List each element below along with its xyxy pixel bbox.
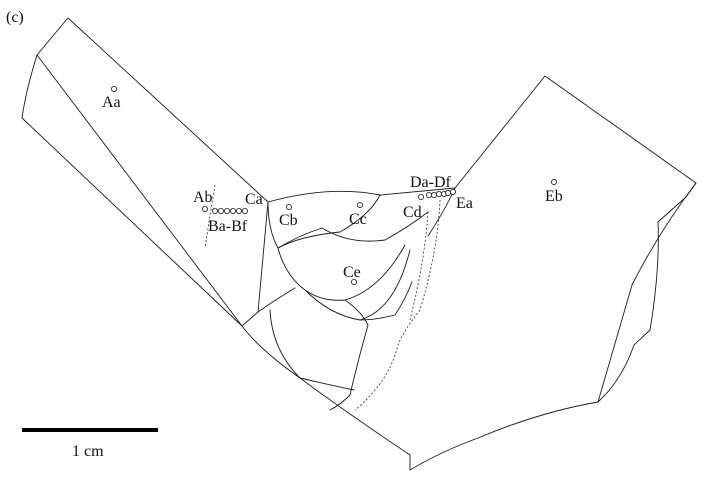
point-cd	[417, 193, 424, 200]
point-ba-bf	[217, 207, 224, 214]
sample-points	[111, 86, 558, 285]
label-cb: Cb	[279, 212, 298, 229]
point-ba-bf	[211, 207, 218, 214]
point-ce	[350, 278, 357, 285]
label-aa: Aa	[102, 94, 121, 111]
central-elements	[241, 187, 456, 471]
point-ba-bf	[235, 207, 242, 214]
dashed-lines	[204, 184, 441, 411]
scale-bar-label: 1 cm	[72, 443, 104, 460]
point-eb	[551, 178, 558, 185]
point-da-df	[430, 191, 437, 198]
point-aa	[111, 86, 118, 93]
point-ba-bf	[229, 207, 236, 214]
point-ab	[201, 205, 208, 212]
label-cc: Cc	[349, 211, 367, 228]
label-eb: Eb	[545, 188, 563, 205]
point-da-df	[444, 189, 451, 196]
left-fragment	[21, 17, 269, 327]
label-ca: Ca	[245, 191, 263, 208]
point-cb	[285, 203, 292, 210]
panel-label: (c)	[6, 9, 24, 26]
label-cd: Cd	[403, 204, 422, 221]
scale-bar: 1 cm	[22, 428, 158, 460]
point-labels: Aa Ab Ba-Bf Ca Cb Cc Cd Ce Da-Df Ea Eb	[102, 94, 563, 281]
point-da-df	[435, 190, 442, 197]
point-ba-bf	[223, 207, 230, 214]
point-cc	[356, 201, 363, 208]
label-ab: Ab	[193, 189, 213, 206]
label-ea: Ea	[456, 195, 473, 212]
point-da-df	[425, 191, 432, 198]
label-ba-bf: Ba-Bf	[208, 218, 248, 235]
point-ea	[449, 188, 456, 195]
right-fragment	[409, 75, 697, 471]
label-da-df: Da-Df	[410, 174, 452, 191]
label-ce: Ce	[343, 264, 361, 281]
point-ca	[241, 207, 248, 214]
